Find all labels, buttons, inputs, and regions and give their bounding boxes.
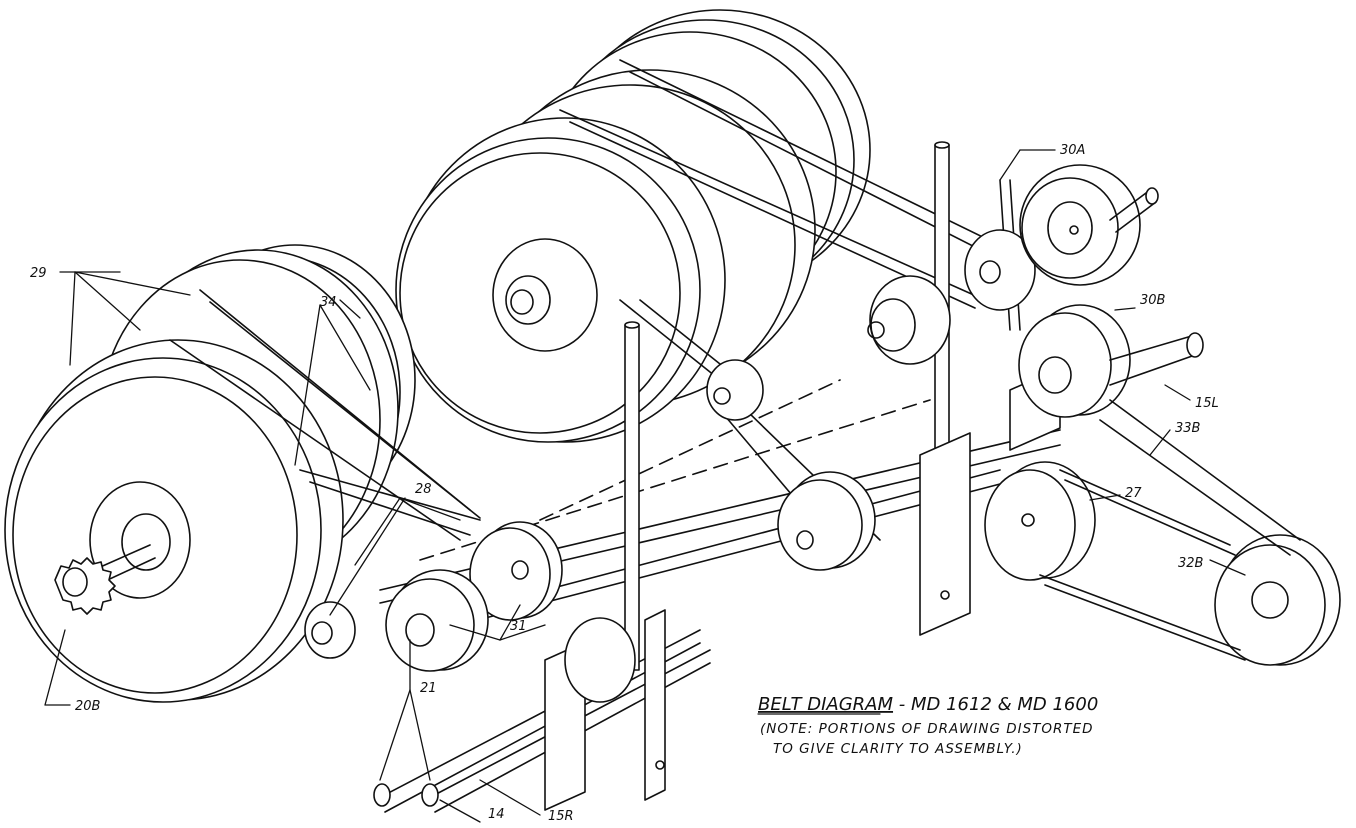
label-34: 34 xyxy=(320,295,337,310)
label-15l: 15L xyxy=(1195,396,1219,411)
label-30b: 30B xyxy=(1140,293,1166,308)
label-27: 27 xyxy=(1125,486,1142,501)
label-20b: 20B xyxy=(75,699,101,714)
note-line-2: TO GIVE CLARITY TO ASSEMBLY.) xyxy=(773,741,1023,757)
label-28: 28 xyxy=(415,482,432,497)
right-belts xyxy=(1039,399,1301,661)
label-14: 14 xyxy=(488,807,505,822)
small-pulleys xyxy=(304,164,1341,703)
leader-lines xyxy=(44,149,1246,823)
title-block: BELT DIAGRAM - MD 1612 & MD 1600 (NOTE: … xyxy=(758,694,1098,757)
label-30a: 30A xyxy=(1060,143,1085,158)
diagram-title: BELT DIAGRAM - MD 1612 & MD 1600 xyxy=(758,694,1098,715)
left-belts xyxy=(169,289,481,541)
label-32b: 32B xyxy=(1178,556,1204,571)
label-29: 29 xyxy=(30,266,47,281)
label-21: 21 xyxy=(420,681,437,696)
label-15r: 15R xyxy=(548,809,574,823)
left-shaft-and-gear xyxy=(54,544,156,615)
title-models: - MD 1612 & MD 1600 xyxy=(893,694,1098,715)
part-labels: 29 34 28 31 21 14 15R 20B 30A 30B 15L 33… xyxy=(30,143,1219,824)
label-31: 31 xyxy=(510,619,527,634)
title-main: BELT DIAGRAM xyxy=(758,694,893,715)
note-line-1: (NOTE: PORTIONS OF DRAWING DISTORTED xyxy=(760,721,1094,737)
rear-large-pulley-group xyxy=(395,9,871,443)
label-33b: 33B xyxy=(1175,421,1201,436)
